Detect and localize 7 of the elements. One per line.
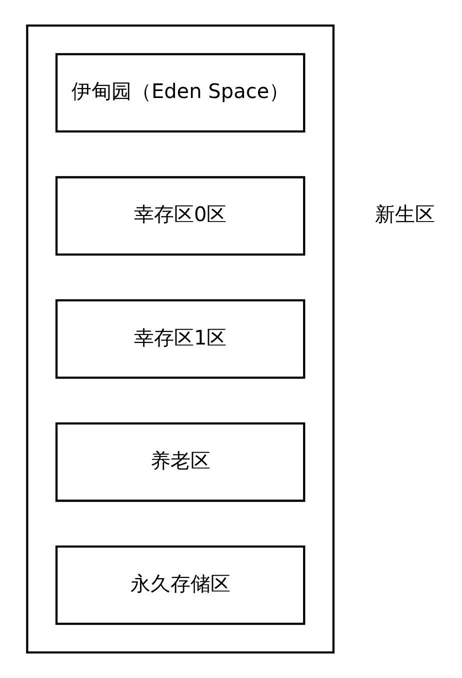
node-box: 幸存区1区	[54, 299, 305, 379]
node-box: 永久存储区	[54, 545, 305, 625]
cluster	[26, 24, 334, 654]
label: 新生区	[374, 202, 435, 226]
node-box: 幸存区0区	[54, 176, 305, 256]
node-box: 伊甸园（Eden Space）	[54, 53, 305, 133]
node-box: 养老区	[54, 422, 305, 502]
